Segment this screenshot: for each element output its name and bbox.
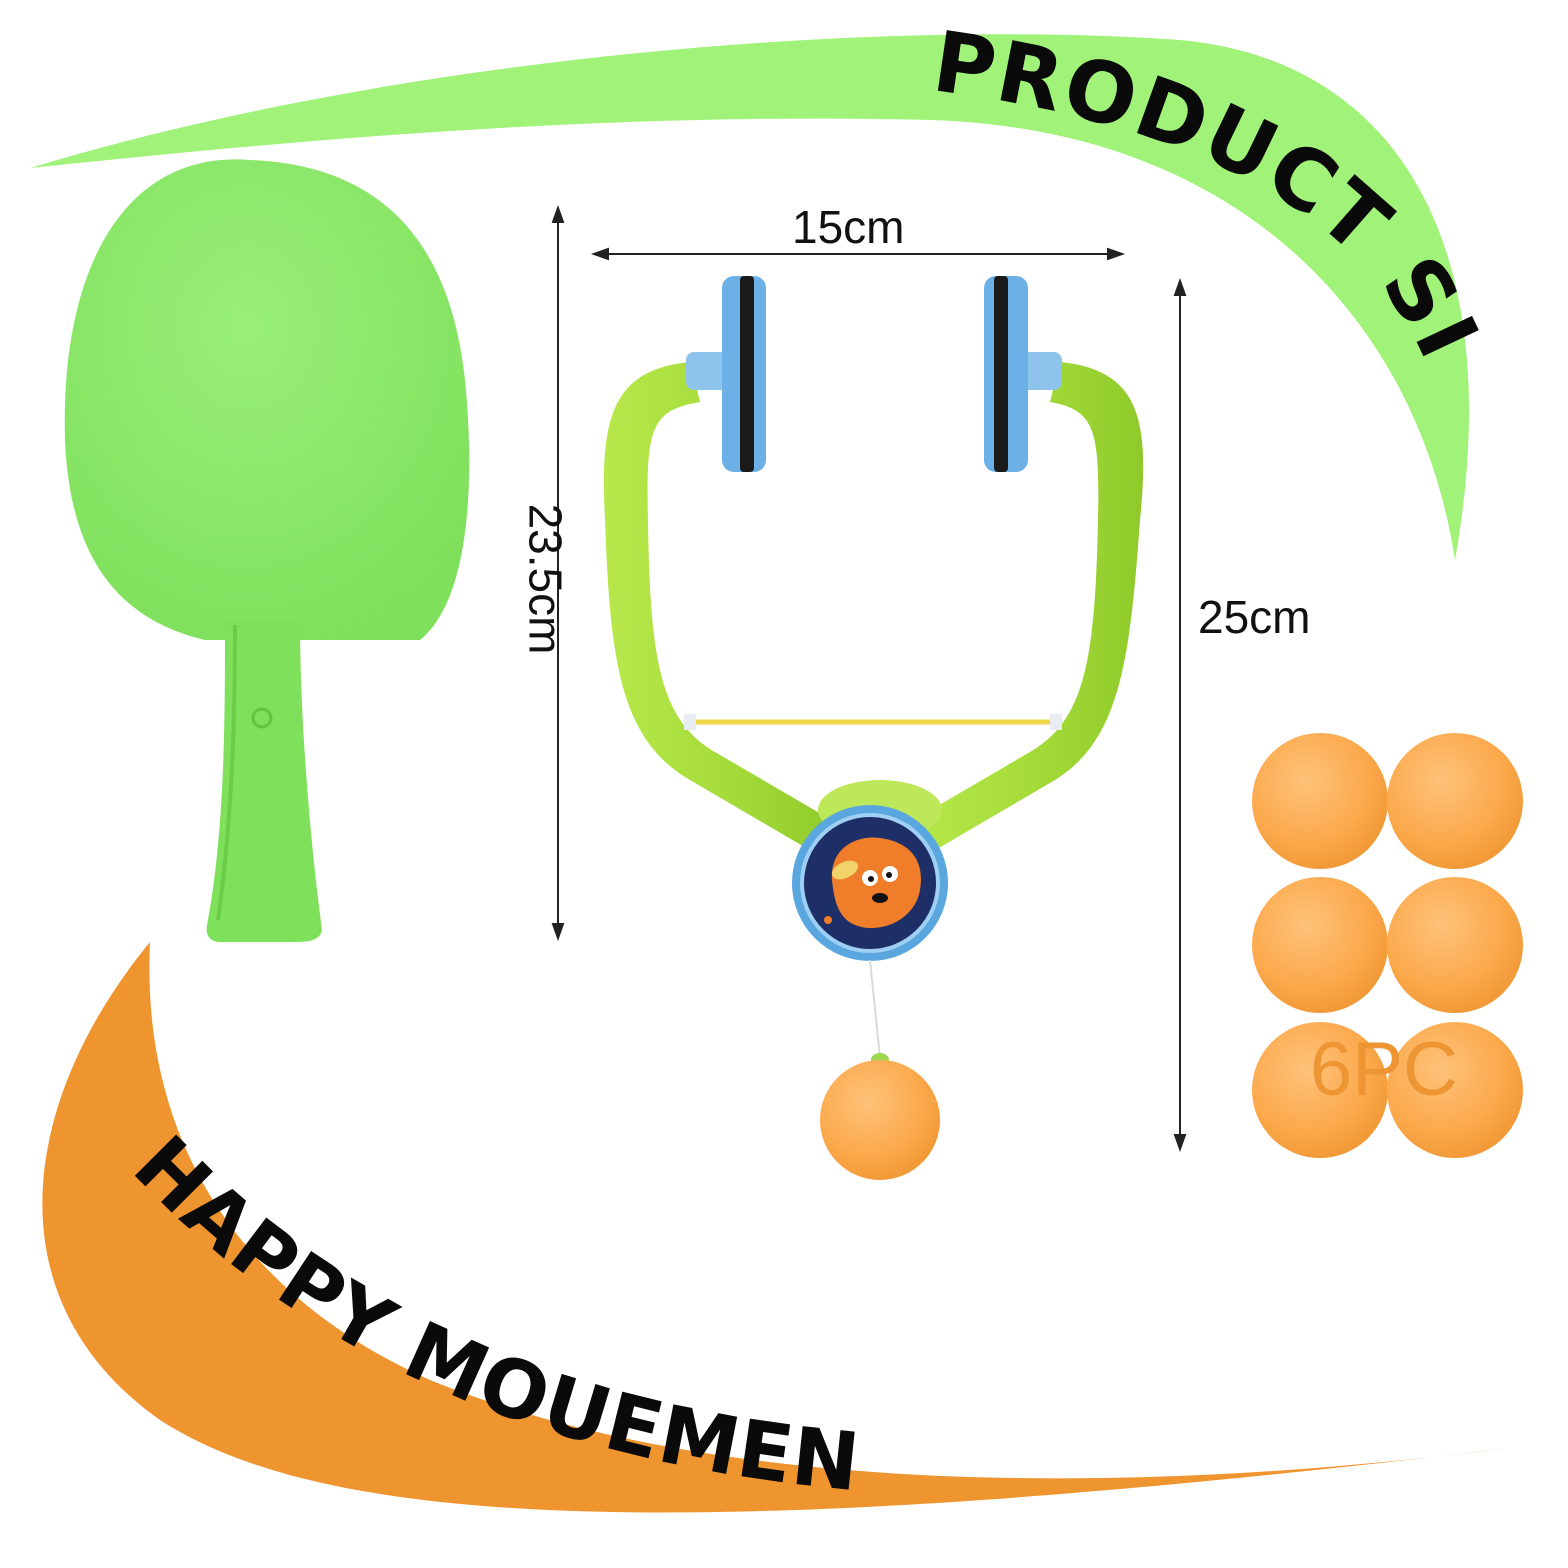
- dimension-arrow-frame: [1173, 278, 1187, 1152]
- ball: [1252, 733, 1388, 869]
- width-dimension-label: 15cm: [792, 201, 905, 253]
- balls-group: [1252, 733, 1523, 1158]
- ball: [1387, 733, 1523, 869]
- frame-height-dimension-label: 25cm: [1198, 591, 1311, 643]
- ball: [1252, 877, 1388, 1013]
- dimension-arrow-paddle: [551, 205, 565, 941]
- paddle-height-dimension-label: 23.5cm: [519, 503, 572, 655]
- cat-icon: [824, 837, 921, 929]
- paddle: [64, 159, 470, 942]
- ball-count-label: 6PC: [1310, 1027, 1458, 1112]
- ball: [1387, 1022, 1523, 1158]
- hanging-ball: [820, 1060, 940, 1180]
- paddle-frame-toy: [603, 276, 1144, 1180]
- ball: [1387, 877, 1523, 1013]
- ball: [1252, 1022, 1388, 1158]
- dimension-arrow-width: [591, 247, 1125, 261]
